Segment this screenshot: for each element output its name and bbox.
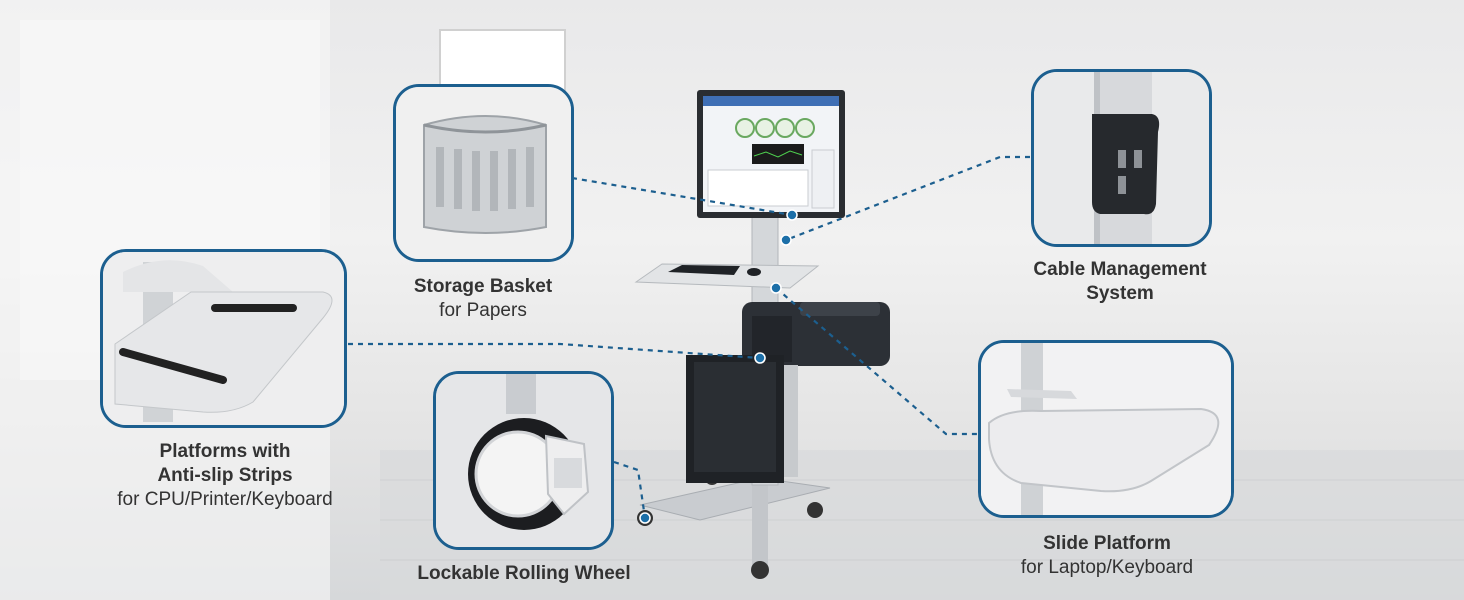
- platforms-subtitle: for CPU/Printer/Keyboard: [117, 489, 333, 510]
- cable-management-title-line2: System: [1086, 283, 1154, 304]
- slide-platform-callout: [978, 340, 1234, 518]
- platforms-title-line2: Anti-slip Strips: [157, 465, 293, 486]
- anti-slip-platform-image: [103, 252, 344, 425]
- platforms-callout: [100, 249, 347, 428]
- rolling-wheel-callout: [433, 371, 614, 550]
- storage-basket-subtitle: for Papers: [439, 300, 527, 321]
- storage-basket-callout: [393, 84, 574, 262]
- wheel-image: [436, 374, 611, 547]
- storage-basket-caption: Storage Basket for Papers: [383, 275, 583, 323]
- monitor: [697, 90, 845, 218]
- rolling-wheel-title: Lockable Rolling Wheel: [417, 563, 631, 584]
- slide-platform-subtitle: for Laptop/Keyboard: [1020, 557, 1194, 578]
- cable-management-callout: [1031, 69, 1212, 247]
- storage-basket-title: Storage Basket: [413, 276, 553, 297]
- slide-platform-title: Slide Platform: [1043, 533, 1171, 554]
- cable-management-caption: Cable Management System: [1010, 258, 1230, 306]
- cable-clip-image: [1034, 72, 1209, 244]
- platforms-title-line1: Platforms with: [159, 441, 291, 462]
- slide-platform-caption: Slide Platform for Laptop/Keyboard: [980, 532, 1234, 580]
- storage-basket-image: [396, 87, 571, 259]
- keyboard-platform: [634, 263, 820, 289]
- rolling-wheel-caption: Lockable Rolling Wheel: [396, 562, 652, 586]
- platforms-caption: Platforms with Anti-slip Strips for CPU/…: [90, 440, 360, 512]
- cpu-tower: [686, 355, 798, 483]
- slide-platform-image: [981, 343, 1231, 515]
- cable-management-title-line1: Cable Management: [1033, 259, 1207, 280]
